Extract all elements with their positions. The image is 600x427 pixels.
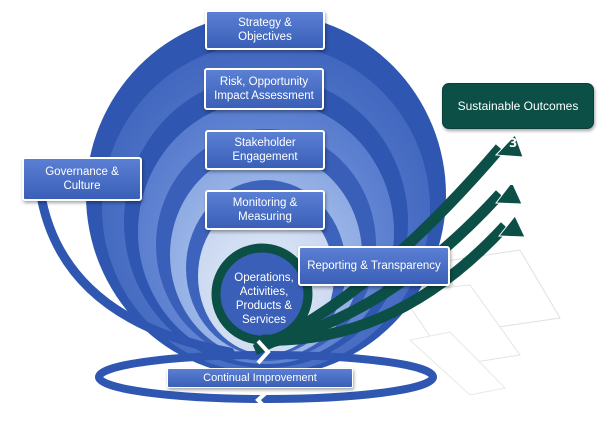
sustainable-outcomes-box: Sustainable Outcomes xyxy=(442,83,594,129)
chevron-right-icon xyxy=(256,339,271,365)
arrow-head-2 xyxy=(495,181,523,205)
governance-culture-label: Governance & Culture xyxy=(45,166,119,192)
governance-culture-box: Governance & Culture xyxy=(22,157,142,201)
risk-assessment-label: Risk, Opportunity Impact Assessment xyxy=(214,76,314,102)
reporting-transparency-label: Reporting & Transparency xyxy=(307,260,441,272)
chevron-left-icon xyxy=(255,389,270,412)
risk-assessment-box: Risk, Opportunity Impact Assessment xyxy=(204,68,324,110)
continual-improvement-label: Continual Improvement xyxy=(203,372,317,384)
background-panels xyxy=(399,249,561,396)
arrow-number-1: 1 xyxy=(509,206,518,220)
strategy-objectives-box: Strategy & Objectives xyxy=(205,10,325,50)
outcome-arrows xyxy=(252,134,526,356)
stakeholder-engagement-box: Stakeholder Engagement xyxy=(205,130,325,170)
arrow-head-1 xyxy=(497,215,526,238)
governance-arc xyxy=(35,185,235,357)
monitoring-measuring-box: Monitoring & Measuring xyxy=(205,190,325,230)
sustainable-outcomes-label: Sustainable Outcomes xyxy=(457,99,579,113)
operations-label: Operations, Activities, Products & Servi… xyxy=(234,272,294,326)
monitoring-measuring-label: Monitoring & Measuring xyxy=(232,197,298,223)
strategy-objectives-label: Strategy & Objectives xyxy=(238,17,292,43)
arrow-number-3: 3 xyxy=(509,136,518,150)
stakeholder-engagement-label: Stakeholder Engagement xyxy=(232,137,298,163)
reporting-transparency-box: Reporting & Transparency xyxy=(298,246,450,286)
arrow-head-3 xyxy=(494,134,524,158)
arrow-number-2: 2 xyxy=(508,174,517,188)
continual-improvement-box: Continual Improvement xyxy=(167,368,353,388)
